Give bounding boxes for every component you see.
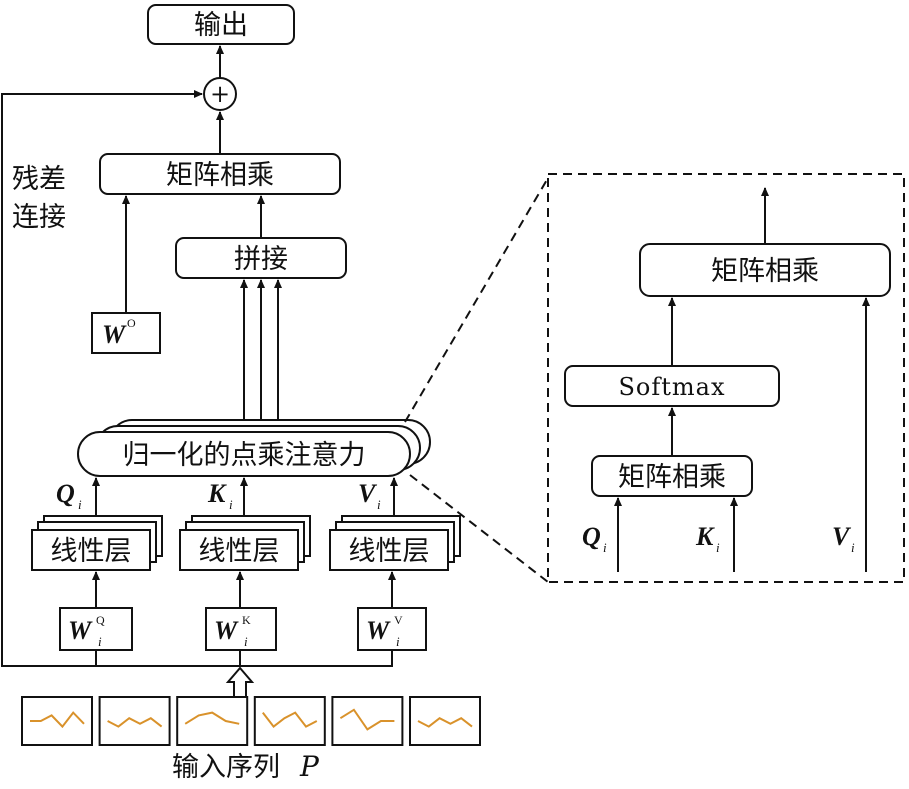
input-patch-sparkline bbox=[339, 708, 395, 731]
wv-superscript: V bbox=[394, 613, 403, 627]
input-patch-sparkline bbox=[262, 711, 318, 729]
attention-box bbox=[77, 431, 411, 477]
v-subscript: i bbox=[377, 497, 381, 512]
output-box bbox=[147, 4, 295, 45]
linear-k-box bbox=[179, 529, 299, 571]
detail-v-label: V bbox=[832, 522, 852, 551]
linear-v-stack: 线性层 bbox=[329, 515, 461, 571]
input-patch-sparkline bbox=[417, 717, 473, 728]
detail-q-label: Q bbox=[582, 522, 601, 551]
residual-label-1: 残差 bbox=[12, 164, 66, 195]
input-variable: P bbox=[299, 750, 320, 783]
wo-box bbox=[91, 312, 161, 354]
linear-q-box bbox=[31, 529, 151, 571]
wo-superscript: O bbox=[127, 316, 136, 330]
detail-k-label: K bbox=[695, 522, 715, 551]
input-patch-sparkline bbox=[30, 711, 85, 729]
input-sequence bbox=[21, 696, 481, 746]
q-subscript: i bbox=[78, 497, 82, 512]
wv-symbol: W bbox=[366, 616, 391, 645]
detail-matmul-top-label: 矩阵相乘 bbox=[711, 256, 819, 287]
output-label: 输出 bbox=[194, 10, 248, 41]
linear-k-label: 线性层 bbox=[199, 536, 280, 567]
residual-label-2: 连接 bbox=[12, 202, 66, 233]
detail-panel bbox=[547, 173, 905, 583]
wk-subscript: i bbox=[244, 634, 248, 649]
add-symbol: + bbox=[210, 80, 230, 108]
callout-line-top bbox=[404, 177, 549, 423]
detail-v-subscript: i bbox=[851, 540, 855, 555]
input-patch-sparkline bbox=[184, 711, 240, 725]
wk-superscript: K bbox=[242, 613, 251, 627]
linear-v-label: 线性层 bbox=[349, 536, 430, 567]
v-label: V bbox=[358, 479, 378, 508]
input-patch bbox=[253, 696, 326, 746]
softmax-label: Softmax bbox=[618, 373, 725, 401]
input-bus-line bbox=[95, 650, 393, 667]
detail-k-subscript: i bbox=[716, 540, 720, 555]
concat-label: 拼接 bbox=[234, 244, 288, 275]
wq-subscript: i bbox=[98, 634, 102, 649]
linear-k-stack: 线性层 bbox=[179, 515, 311, 571]
wo-symbol: W bbox=[102, 320, 127, 349]
input-caption: 输入序列 bbox=[172, 752, 280, 783]
softmax-box bbox=[564, 365, 780, 407]
detail-q-subscript: i bbox=[603, 540, 607, 555]
attention-label: 归一化的点乘注意力 bbox=[123, 440, 366, 471]
wv-box bbox=[357, 607, 427, 651]
k-label: K bbox=[207, 479, 227, 508]
matmul-top-label: 矩阵相乘 bbox=[166, 160, 274, 191]
input-flow-arrow bbox=[225, 666, 255, 699]
wq-superscript: Q bbox=[96, 613, 105, 627]
wk-box bbox=[205, 607, 277, 651]
wv-subscript: i bbox=[396, 634, 400, 649]
input-patch-sparkline bbox=[107, 717, 163, 728]
detail-matmul-bottom-box bbox=[591, 455, 753, 497]
wq-box bbox=[59, 607, 133, 651]
detail-matmul-bottom-label: 矩阵相乘 bbox=[618, 462, 726, 493]
q-label: Q bbox=[56, 479, 75, 508]
wq-symbol: W bbox=[68, 616, 93, 645]
k-subscript: i bbox=[229, 497, 233, 512]
detail-matmul-top-box bbox=[639, 243, 891, 297]
linear-v-box bbox=[329, 529, 449, 571]
wk-symbol: W bbox=[214, 616, 239, 645]
input-patch bbox=[176, 696, 249, 746]
linear-q-label: 线性层 bbox=[51, 536, 132, 567]
linear-q-stack: 线性层 bbox=[31, 515, 163, 571]
